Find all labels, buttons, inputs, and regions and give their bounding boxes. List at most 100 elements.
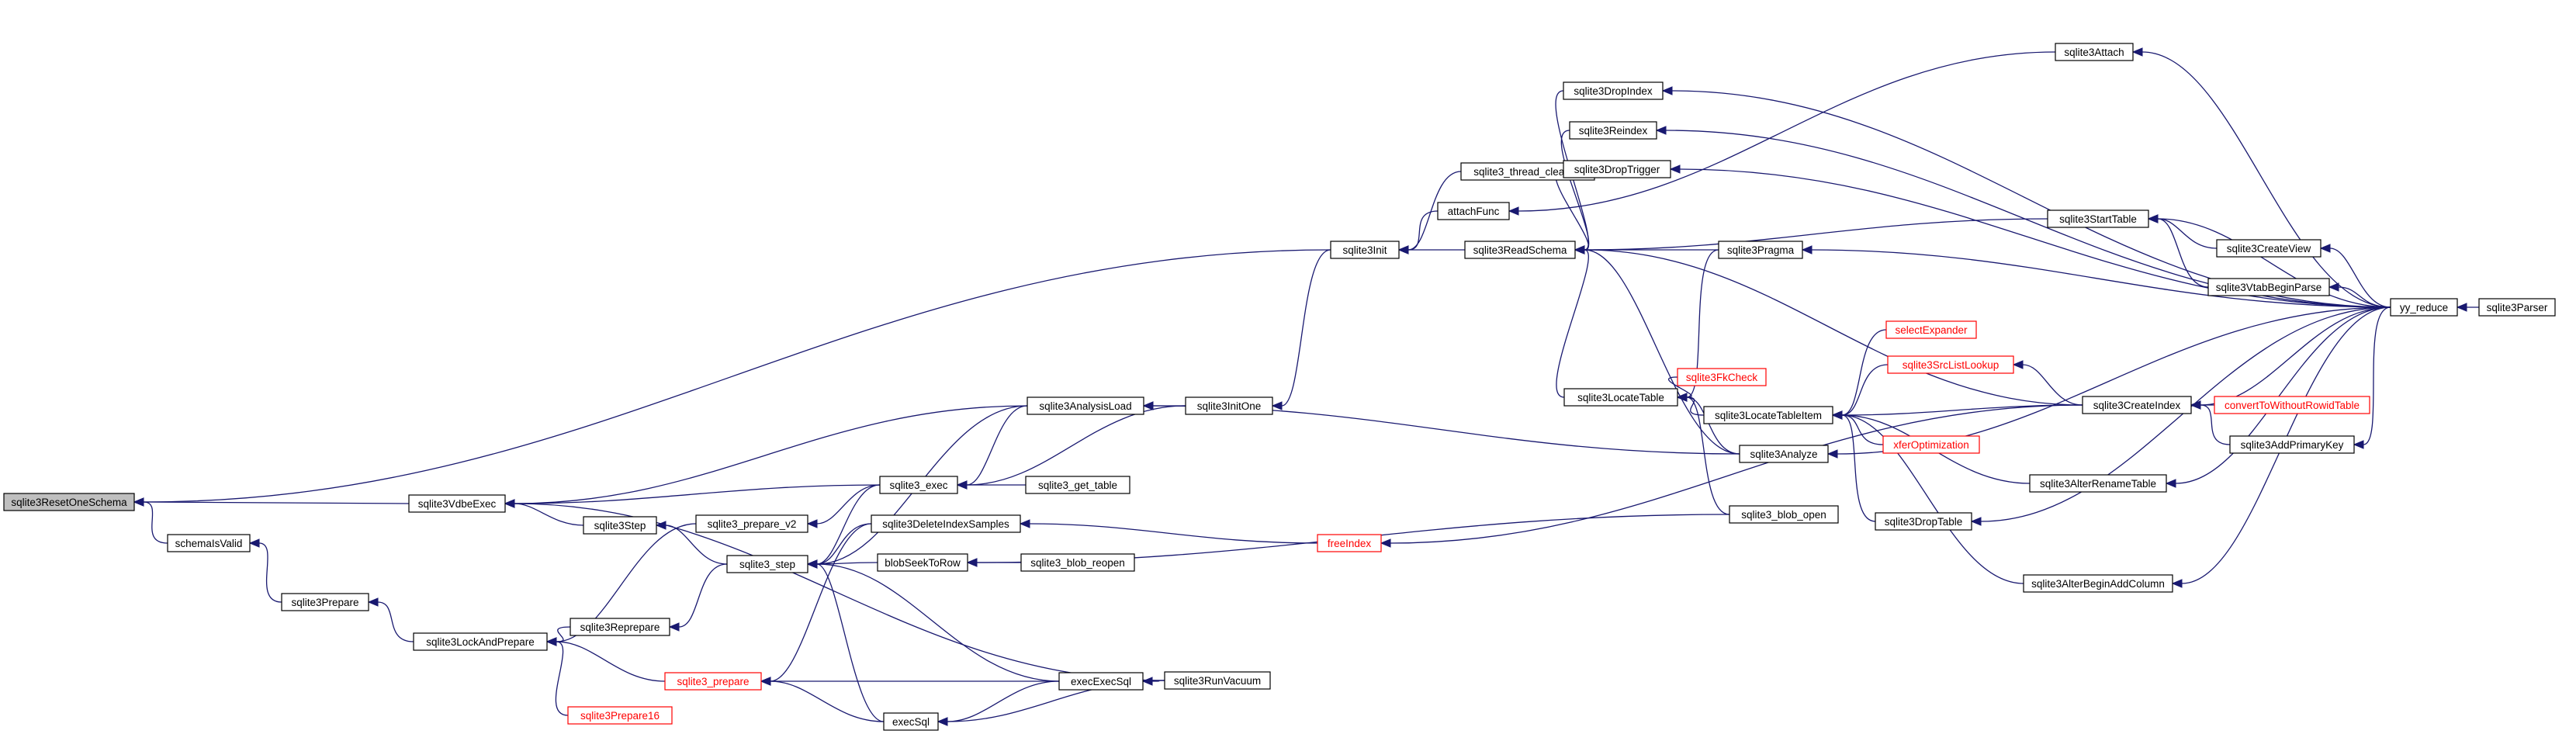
node-sqlite3Analyze[interactable]: sqlite3Analyze: [1739, 445, 1829, 463]
node-label: sqlite3ReadSchema: [1473, 244, 1567, 256]
node-sqlite3_prepare[interactable]: sqlite3_prepare: [664, 672, 762, 691]
node-sqlite3Attach[interactable]: sqlite3Attach: [2055, 43, 2134, 61]
node-sqlite3ResetOneSchema[interactable]: sqlite3ResetOneSchema: [3, 493, 135, 511]
node-execExecSql[interactable]: execExecSql: [1058, 672, 1144, 691]
node-box: [1887, 355, 2014, 374]
node-box: [2029, 474, 2167, 493]
node-sqlite3AlterRenameTable[interactable]: sqlite3AlterRenameTable: [2029, 474, 2167, 493]
node-label: sqlite3CreateIndex: [2093, 400, 2181, 411]
node-sqlite3Reindex[interactable]: sqlite3Reindex: [1569, 121, 1657, 140]
node-label: sqlite3Prepare16: [580, 710, 660, 722]
node-box: [1563, 388, 1678, 407]
node-sqlite3AnalysisLoad[interactable]: sqlite3AnalysisLoad: [1027, 396, 1144, 415]
node-xferOptimization[interactable]: xferOptimization: [1882, 435, 1980, 454]
edge-arrowhead: [1397, 245, 1409, 254]
node-sqlite3_get_table[interactable]: sqlite3_get_table: [1025, 476, 1130, 494]
node-sqlite3_blob_open[interactable]: sqlite3_blob_open: [1729, 505, 1839, 524]
node-sqlite3AddPrimaryKey[interactable]: sqlite3AddPrimaryKey: [2229, 435, 2355, 454]
edge-line: [258, 542, 282, 603]
node-sqlite3Pragma[interactable]: sqlite3Pragma: [1718, 241, 1803, 259]
edge-yy_reduce-to-sqlite3StartTable: [2147, 214, 2391, 308]
node-execSql[interactable]: execSql: [883, 712, 939, 731]
node-freeIndex[interactable]: freeIndex: [1317, 534, 1382, 552]
edge-execExecSql-to-sqlite3_step: [806, 559, 1060, 682]
edge-line: [2157, 218, 2209, 288]
edge-line: [2200, 306, 2391, 406]
node-sqlite3AlterBeginAddColumn[interactable]: sqlite3AlterBeginAddColumn: [2023, 574, 2173, 593]
node-sqlite3InitOne[interactable]: sqlite3InitOne: [1185, 396, 1273, 415]
node-box: [1739, 445, 1829, 463]
edge-line: [1584, 249, 2083, 406]
node-yy_reduce[interactable]: yy_reduce: [2390, 298, 2458, 317]
edge-sqlite3_step-to-sqlite3Reprepare: [668, 563, 728, 632]
edge-line: [1686, 249, 1719, 398]
node-sqlite3VtabBeginParse[interactable]: sqlite3VtabBeginParse: [2207, 278, 2330, 296]
edge-arrowhead: [1019, 519, 1030, 528]
node-box: [1464, 241, 1576, 259]
node-label: sqlite3Pragma: [1727, 244, 1795, 256]
node-label: freeIndex: [1328, 538, 1372, 549]
node-sqlite3_thread_cleanup[interactable]: sqlite3_thread_cleanup: [1460, 162, 1595, 181]
node-sqlite3CreateIndex[interactable]: sqlite3CreateIndex: [2082, 396, 2192, 414]
edge-freeIndex-to-sqlite3DeleteIndexSamples: [1019, 519, 1318, 544]
node-sqlite3Parser[interactable]: sqlite3Parser: [2478, 298, 2556, 317]
nodes-layer: sqlite3ResetOneSchema sqlite3VdbeExec sche…: [3, 43, 2556, 731]
node-sqlite3DropTable[interactable]: sqlite3DropTable: [1875, 512, 1972, 531]
edge-line: [816, 563, 1060, 682]
node-sqlite3CreateView[interactable]: sqlite3CreateView: [2216, 239, 2322, 258]
edge-arrowhead: [2171, 579, 2183, 588]
edge-line: [1665, 130, 2391, 308]
node-selectExpander[interactable]: selectExpander: [1885, 320, 1977, 339]
node-schemaIsValid[interactable]: schemaIsValid: [167, 534, 251, 552]
node-box: [2082, 396, 2192, 414]
node-label: execSql: [892, 716, 930, 728]
node-label: sqlite3Reindex: [1579, 125, 1648, 137]
node-convertToWithoutRowidTable[interactable]: convertToWithoutRowidTable: [2214, 396, 2370, 414]
node-box: [871, 514, 1021, 533]
edge-arrowhead: [2319, 244, 2331, 253]
node-sqlite3DropTrigger[interactable]: sqlite3DropTrigger: [1563, 160, 1671, 178]
edge-line: [143, 501, 168, 544]
node-sqlite3FkCheck[interactable]: sqlite3FkCheck: [1677, 368, 1767, 386]
node-sqlite3Reprepare[interactable]: sqlite3Reprepare: [570, 618, 670, 636]
edge-line: [2363, 306, 2391, 445]
edge-line: [1029, 523, 1318, 544]
node-box: [1563, 81, 1664, 100]
node-box: [1703, 406, 1833, 424]
edge-sqlite3AnalysisLoad-to-sqlite3_exec: [956, 405, 1028, 490]
node-blobSeekToRow[interactable]: blobSeekToRow: [877, 553, 968, 572]
edge-arrowhead: [2328, 282, 2339, 292]
node-sqlite3ReadSchema[interactable]: sqlite3ReadSchema: [1464, 241, 1576, 259]
node-sqlite3SrcListLookup[interactable]: sqlite3SrcListLookup: [1887, 355, 2014, 374]
node-sqlite3DropIndex[interactable]: sqlite3DropIndex: [1563, 81, 1664, 100]
node-sqlite3_step[interactable]: sqlite3_step: [726, 555, 808, 573]
node-sqlite3LockAndPrepare[interactable]: sqlite3LockAndPrepare: [413, 632, 548, 651]
node-sqlite3Prepare[interactable]: sqlite3Prepare: [281, 593, 369, 611]
node-sqlite3LocateTable[interactable]: sqlite3LocateTable: [1563, 388, 1678, 407]
node-sqlite3Prepare16[interactable]: sqlite3Prepare16: [567, 706, 673, 725]
edge-arrowhead: [2131, 47, 2143, 57]
edge-arrowhead: [1669, 164, 1681, 174]
node-sqlite3VdbeExec[interactable]: sqlite3VdbeExec: [408, 494, 506, 513]
node-sqlite3StartTable[interactable]: sqlite3StartTable: [2047, 209, 2149, 228]
node-attachFunc[interactable]: attachFunc: [1437, 202, 1510, 220]
node-sqlite3DeleteIndexSamples[interactable]: sqlite3DeleteIndexSamples: [871, 514, 1021, 533]
node-sqlite3_exec[interactable]: sqlite3_exec: [879, 476, 958, 494]
edge-line: [816, 523, 872, 565]
node-sqlite3_prepare_v2[interactable]: sqlite3_prepare_v2: [695, 514, 808, 533]
edge-arrowhead: [2353, 440, 2364, 449]
edge-selectExpander-to-sqlite3LocateTableItem: [1831, 329, 1887, 420]
node-sqlite3Step[interactable]: sqlite3Step: [583, 516, 657, 535]
node-box: [1027, 396, 1144, 415]
node-sqlite3RunVacuum[interactable]: sqlite3RunVacuum: [1164, 671, 1271, 690]
node-box: [2478, 298, 2556, 317]
node-label: schemaIsValid: [175, 538, 243, 549]
edge-line: [1841, 364, 1889, 416]
edge-arrowhead: [248, 538, 260, 548]
edge-arrowhead: [1655, 126, 1667, 135]
edge-line: [1668, 376, 1692, 398]
node-sqlite3_blob_reopen[interactable]: sqlite3_blob_reopen: [1020, 553, 1135, 572]
node-sqlite3LocateTableItem[interactable]: sqlite3LocateTableItem: [1703, 406, 1833, 424]
edge-arrowhead: [1970, 517, 1982, 526]
node-sqlite3Init[interactable]: sqlite3Init: [1330, 241, 1400, 259]
